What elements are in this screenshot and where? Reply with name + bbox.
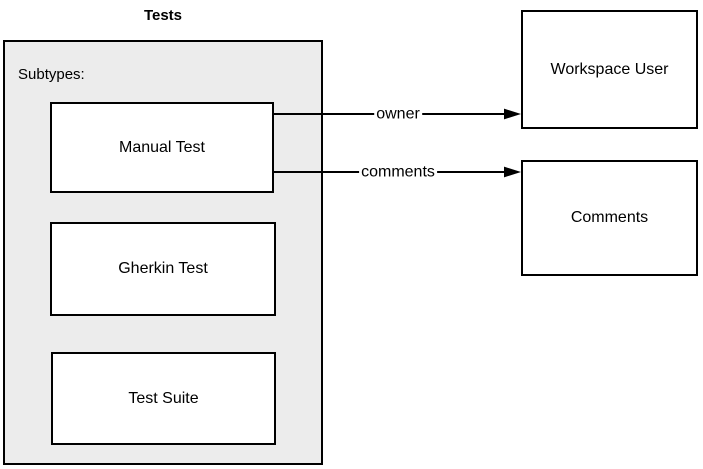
edge-label-comments: comments bbox=[359, 162, 437, 182]
node-gherkin-test: Gherkin Test bbox=[50, 222, 276, 316]
node-gherkin-test-label: Gherkin Test bbox=[118, 260, 208, 277]
node-workspace-user: Workspace User bbox=[521, 10, 698, 129]
node-comments: Comments bbox=[521, 160, 698, 276]
node-manual-test: Manual Test bbox=[50, 102, 274, 193]
node-workspace-user-label: Workspace User bbox=[550, 60, 669, 78]
diagram-title: Tests bbox=[143, 7, 183, 24]
node-manual-test-label: Manual Test bbox=[119, 138, 205, 156]
node-test-suite: Test Suite bbox=[51, 352, 276, 445]
arrowhead-comments bbox=[504, 166, 521, 178]
node-comments-label: Comments bbox=[570, 209, 649, 226]
subtypes-label: Subtypes: bbox=[18, 66, 85, 83]
node-test-suite-label: Test Suite bbox=[128, 389, 199, 407]
arrowhead-owner bbox=[504, 108, 521, 120]
edge-label-owner: owner bbox=[374, 104, 422, 124]
